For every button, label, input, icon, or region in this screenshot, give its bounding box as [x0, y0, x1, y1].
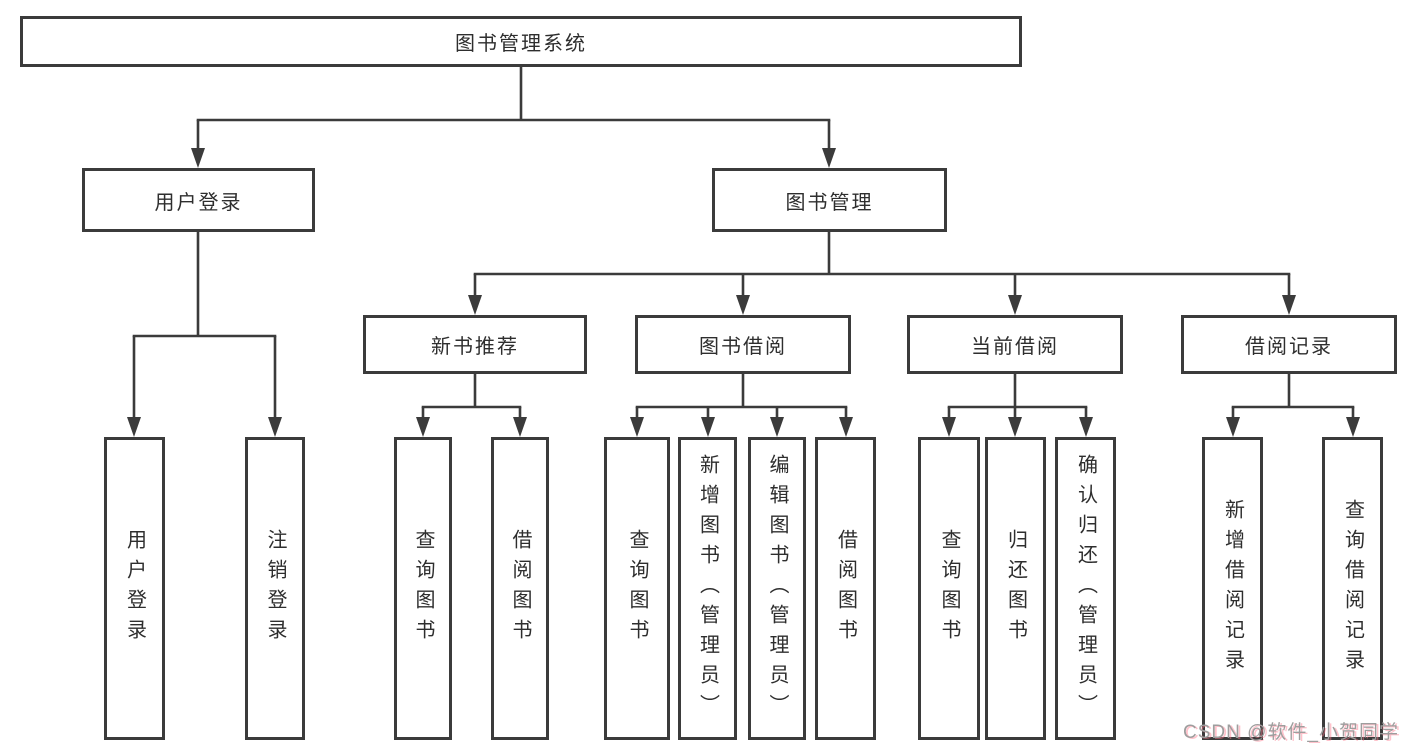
vertical-label: 注销登录 [264, 528, 286, 649]
node-book-borrowing: 图书借阅 [635, 315, 851, 374]
node-borrow-books-action: 借阅图书 [815, 437, 876, 740]
node-logout-action: 注销登录 [245, 437, 305, 740]
node-user-login-module: 用户登录 [82, 168, 315, 232]
vertical-label: 新增图书（管理员） [696, 453, 719, 724]
node-book-management-module: 图书管理 [712, 168, 947, 232]
vertical-label: 编辑图书（管理员） [766, 453, 788, 724]
vertical-label: 查询图书 [412, 528, 434, 649]
vertical-label: 借阅图书 [509, 528, 531, 649]
node-add-borrow-record: 新增借阅记录 [1202, 437, 1263, 740]
node-borrowing-records: 借阅记录 [1181, 315, 1397, 374]
vertical-label: 确认归还（管理员） [1074, 453, 1097, 724]
node-add-books-admin: 新增图书（管理员） [678, 437, 737, 740]
node-current-query-books: 查询图书 [918, 437, 980, 740]
node-new-book-recommendation: 新书推荐 [363, 315, 587, 374]
node-recommend-query-books: 查询图书 [394, 437, 452, 740]
vertical-label: 查询图书 [938, 528, 960, 649]
node-confirm-return-admin: 确认归还（管理员） [1055, 437, 1116, 740]
node-query-borrow-record: 查询借阅记录 [1322, 437, 1383, 740]
vertical-label: 查询借阅记录 [1341, 498, 1364, 679]
node-current-borrowing: 当前借阅 [907, 315, 1123, 374]
vertical-label: 借阅图书 [834, 528, 857, 649]
csdn-watermark: CSDN @软件_小贺同学 [1183, 722, 1399, 743]
node-borrow-query-books: 查询图书 [604, 437, 670, 740]
vertical-label: 新增借阅记录 [1221, 498, 1244, 679]
node-recommend-borrow-books: 借阅图书 [491, 437, 549, 740]
vertical-label: 查询图书 [626, 528, 648, 649]
node-user-login-action: 用户登录 [104, 437, 165, 740]
vertical-label: 用户登录 [123, 528, 146, 649]
node-library-management-system: 图书管理系统 [20, 16, 1022, 67]
vertical-label: 归还图书 [1004, 528, 1027, 649]
node-edit-books-admin: 编辑图书（管理员） [748, 437, 806, 740]
node-return-books: 归还图书 [985, 437, 1046, 740]
